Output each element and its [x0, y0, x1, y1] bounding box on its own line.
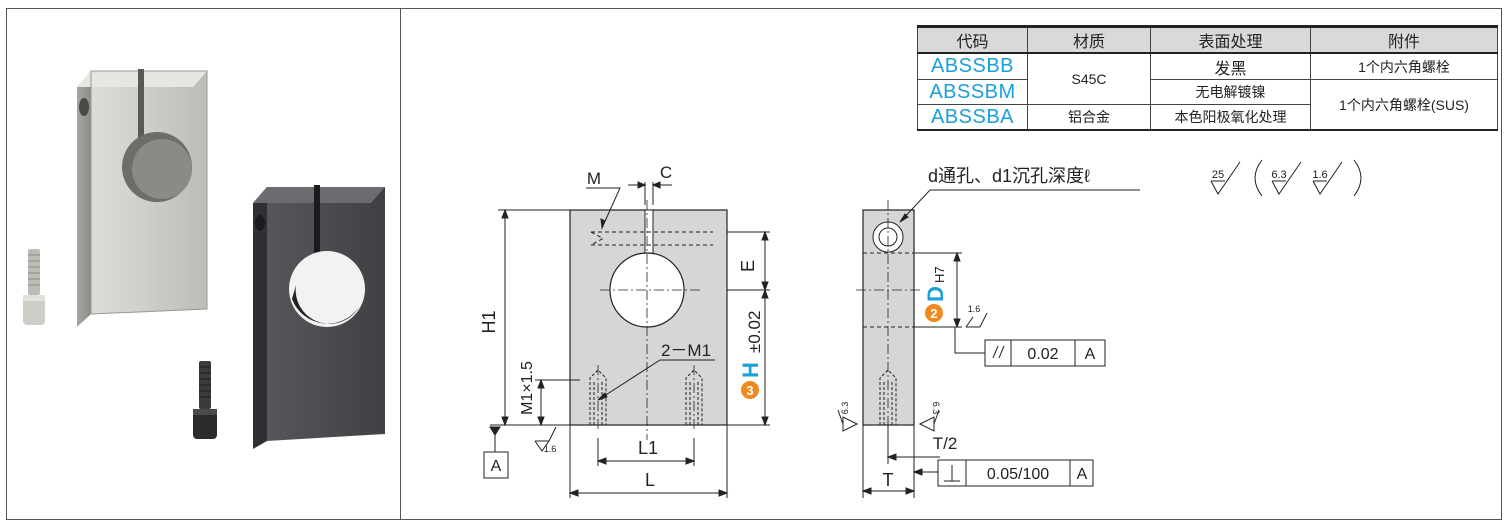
black-block	[253, 185, 385, 449]
parallelism-datum: A	[1085, 346, 1096, 363]
side-view: 6.3 6.3 d通孔、d1沉孔深度ℓ 2 D H7 1.6 0.02 A T/…	[837, 166, 1140, 498]
datum-A-box	[483, 451, 509, 479]
side-tapped-hole	[879, 369, 897, 425]
perpendicularity-frame: 0.05/100 A	[937, 459, 1094, 487]
roughness-option2-value: 1.6	[1312, 169, 1327, 181]
front-tapped-holes	[589, 369, 703, 425]
D-marker	[925, 304, 943, 322]
roughness-bore-value: 1.6	[968, 304, 981, 314]
header-accessory: 附件	[1310, 26, 1498, 54]
black-bolt	[193, 361, 217, 439]
H-marker	[741, 381, 759, 399]
datum-A: A	[491, 458, 502, 475]
D-marker-number: 2	[930, 306, 937, 321]
front-dimensions: L L1 E 3 H ±0.02 H1 M1×1.5 2－M1 M C A	[479, 163, 770, 498]
dim-L: L	[645, 470, 655, 490]
dim-E: E	[738, 260, 758, 272]
code-cell: ABSSBA	[917, 104, 1028, 131]
dim-T: T	[883, 470, 894, 490]
table-row: ABSSBM 无电解镀镍 1个内六角螺栓(SUS)	[917, 79, 1498, 131]
dim-L1: L1	[638, 438, 658, 458]
roughness-general-value: 25	[1212, 169, 1224, 181]
technical-drawing: 25 6.3 1.6 L L1 E	[479, 159, 1362, 498]
silver-block	[77, 69, 208, 327]
roughness-side-right-value: 6.3	[931, 402, 941, 415]
label-C: C	[660, 163, 672, 182]
table-row: ABSSBA 铝合金 本色阳极氧化处理	[917, 104, 1498, 131]
spec-table: 代码 材质 表面处理 附件 ABSSBB S45C 发黑 1个内六角螺栓 ABS…	[917, 25, 1498, 131]
dim-D: D	[923, 286, 948, 302]
accessory-cell: 1个内六角螺栓	[1310, 52, 1498, 81]
table-row: ABSSBB S45C 发黑 1个内六角螺栓	[917, 52, 1498, 105]
header-surface: 表面处理	[1150, 26, 1311, 54]
code-cell: ABSSBM	[917, 79, 1028, 105]
dim-M1x15: M1×1.5	[519, 361, 536, 415]
material-cell: S45C	[1027, 52, 1151, 105]
roughness-side-left-value: 6.3	[840, 402, 850, 415]
dim-D-tolerance: H7	[932, 266, 947, 283]
dim-T-half: T/2	[933, 434, 958, 453]
code-cell: ABSSBB	[917, 52, 1028, 81]
label-2-M1: 2－M1	[661, 341, 711, 360]
parallelism-value: 0.02	[1027, 346, 1058, 363]
front-view	[569, 200, 728, 440]
panel-divider	[400, 8, 401, 520]
outer-frame	[6, 8, 1502, 520]
parallelism-frame: 0.02 A	[984, 339, 1106, 367]
roughness-legend: 25 6.3 1.6	[1210, 159, 1362, 197]
label-hole-note: d通孔、d1沉孔深度ℓ	[928, 166, 1090, 186]
perpendicularity-value: 0.05/100	[987, 466, 1049, 483]
perpendicularity-datum: A	[1077, 466, 1088, 483]
silver-bolt	[23, 249, 45, 325]
dim-H: H	[738, 362, 763, 378]
surface-cell: 发黑	[1150, 52, 1311, 81]
dim-H-tolerance: ±0.02	[745, 311, 764, 353]
material-cell: 铝合金	[1027, 104, 1151, 131]
table-header-row: 代码 材质 表面处理 附件	[917, 26, 1498, 54]
accessory-cell: 1个内六角螺栓(SUS)	[1310, 79, 1498, 131]
label-M: M	[587, 169, 601, 188]
dim-H1: H1	[479, 310, 499, 333]
surface-cell: 本色阳极氧化处理	[1150, 104, 1311, 131]
roughness-option1-value: 6.3	[1271, 169, 1286, 181]
product-photo	[23, 69, 385, 449]
roughness-bottom-value: 1.6	[544, 444, 557, 454]
H-marker-number: 3	[746, 383, 753, 398]
